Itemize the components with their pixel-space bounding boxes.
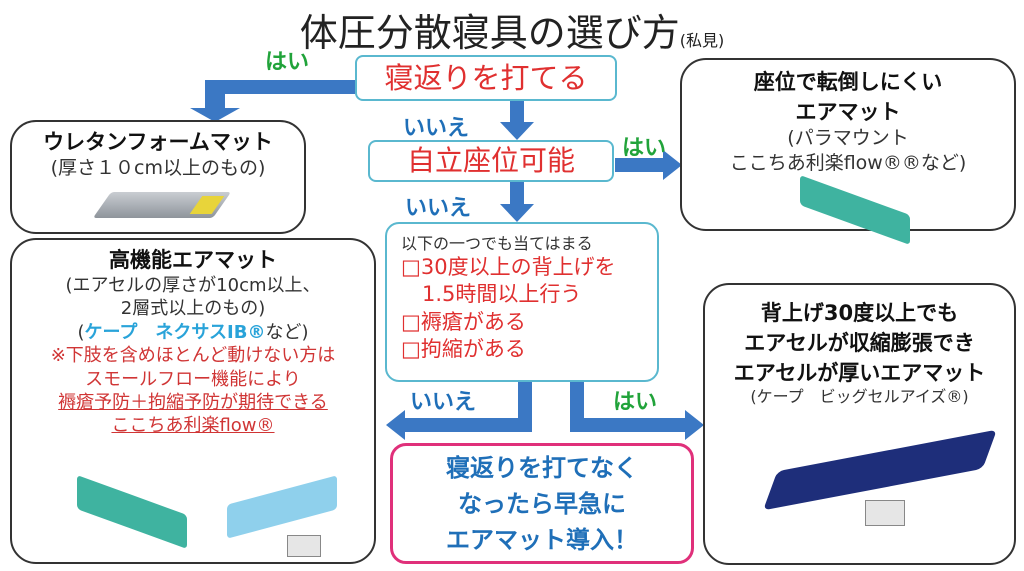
arrow-yes-to-urethane [190, 80, 355, 122]
arrow-no-to-highfunc [386, 380, 532, 440]
paren: など) [265, 321, 309, 343]
highfunc-sub-2: 2層式以上のもの) [120, 298, 266, 320]
label-no-3: いいえ [410, 390, 477, 415]
highfunc-sub-1: (エアセルの厚さが10cm以上、 [65, 275, 321, 296]
thick-cell-airmat-box: 背上げ30度以上でも エアセルが収縮膨張でき エアセルが厚いエアマット (ケープ… [703, 283, 1016, 565]
checklist-item: □褥瘡がある [401, 309, 526, 334]
checklist-header: 以下の一つでも当てはまる [401, 234, 593, 253]
alert-line-1: 寝返りを打てなく [446, 454, 638, 482]
page-title: 体圧分散寝具の選び方(私見) [299, 11, 725, 55]
seated-sub-1: (パラマウント [787, 127, 909, 149]
alert-box: 寝返りを打てなく なったら早急に エアマット導入！ [390, 443, 694, 564]
label-yes-1: はい [265, 50, 310, 75]
thick-sub: (ケープ ビッグセルアイズ®) [750, 387, 969, 406]
high-function-airmat-box: 高機能エアマット (エアセルの厚さが10cm以上、 2層式以上のもの) (ケープ… [10, 238, 376, 564]
arrow-yes-to-seated [615, 150, 682, 180]
urethane-box: ウレタンフォームマット (厚さ１０cm以上のもの) [10, 120, 306, 234]
highfunc-note-1: ※下肢を含めほとんど動けない方は [50, 345, 336, 367]
checklist-item: 1.5時間以上行う [401, 282, 582, 307]
thick-title-3: エアセルが厚いエアマット [733, 361, 986, 385]
highfunc-brand: ケープ ネクサスIB® [84, 321, 266, 343]
question-can-sit-independently: 自立座位可能 [368, 140, 614, 182]
urethane-mattress-image [92, 192, 232, 218]
urethane-sub: (厚さ１０cm以上のもの) [50, 157, 266, 179]
arrow-no-to-checklist [500, 182, 534, 222]
label-no-1: いいえ [403, 116, 470, 141]
seated-title-1: 座位で転倒しにくい [753, 70, 943, 94]
highfunc-note-2: スモールフロー機能により [85, 368, 301, 390]
navy-mattress-image [763, 429, 997, 511]
pump-image [287, 535, 321, 557]
highfunc-title: 高機能エアマット [109, 248, 277, 272]
checklist-item: □30度以上の背上げを [401, 255, 616, 279]
checklist-item: □拘縮がある [401, 336, 526, 361]
seated-sub-2: ここちあ利楽flow®®など) [729, 151, 967, 174]
pump-image [865, 500, 905, 526]
urethane-title: ウレタンフォームマット [43, 130, 273, 154]
highfunc-note-4: ここちあ利楽flow® [111, 415, 275, 437]
checklist-box: 以下の一つでも当てはまる □30度以上の背上げを 1.5時間以上行う □褥瘡があ… [385, 222, 659, 382]
highfunc-note-3: 褥瘡予防＋拘縮予防が期待できる [58, 391, 328, 413]
blue-mattress-image [227, 475, 337, 539]
question-can-roll-over: 寝返りを打てる [355, 55, 617, 101]
label-yes-3: はい [613, 390, 658, 415]
arrow-yes-to-thick [570, 380, 704, 440]
seated-airmat-box: 座位で転倒しにくい エアマット (パラマウント ここちあ利楽flow®®など) [680, 58, 1016, 246]
alert-line-2: なったら早急に [458, 490, 626, 518]
arrow-no-to-q2 [500, 100, 534, 140]
alert-line-3: エアマット導入！ [446, 526, 638, 554]
green-mattress-image [77, 474, 187, 550]
paren: ( [77, 321, 85, 343]
label-no-2: いいえ [405, 196, 472, 221]
thick-title-1: 背上げ30度以上でも [760, 301, 959, 325]
seated-title-2: エアマット [795, 100, 901, 124]
thick-title-2: エアセルが収縮膨張でき [744, 331, 975, 355]
label-yes-2: はい [622, 136, 667, 161]
